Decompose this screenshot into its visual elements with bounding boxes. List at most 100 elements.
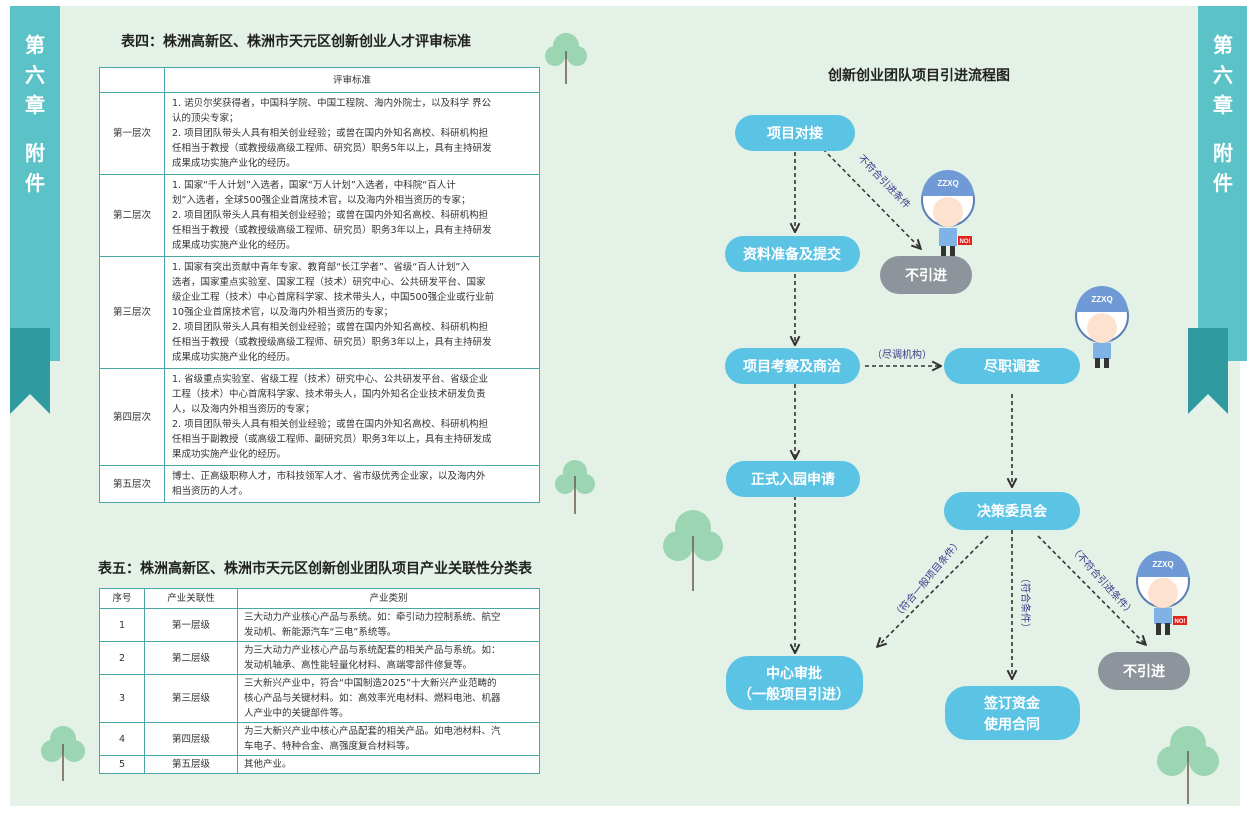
flow-arrow [1037,535,1145,644]
criteria-line: 任相当于副教授（或高级工程师、副研究员）职务3年以上，具有主持研发成 [172,434,492,445]
node-match [735,115,855,151]
criteria-line: 2. 项目团队带头人具有相关创业经验；或曾在国内外知名高校、科研机构担 [172,322,489,333]
criteria-line: 2. 项目团队带头人具有相关创业经验；或曾在国内外知名高校、科研机构担 [172,128,489,139]
table-row: 第五层次博士、正高级职称人才，市科技领军人才、省市级优秀企业家，以及海内外相当资… [99,465,540,503]
category-line: 发动机轴承、高性能轻量化材料、高端零部件修复等。 [244,660,473,671]
table5-header-cat: 产业类别 [237,588,540,609]
tree-icon [1157,726,1219,804]
category-line: 车电子、特种合金、高强度复合材料等。 [244,741,416,752]
document-page: 第 六 章 附 件 第 六 章 附 件 [10,6,1247,806]
decorations-and-flow-lines: NO! ZZXQ ZZXQ NO! ZZXQ 项目对接 不引进 [10,33,1228,804]
category-line: 发动机、新能源汽车“三电”系统等。 [244,627,397,638]
ribbon-char: 第 [25,33,45,57]
table-row: 第三层次 1. 国家有突出贡献中青年专家、教育部“长江学者”、省级“百人计划”入… [99,256,540,369]
ribbon-char: 附 [25,141,45,165]
node-prepare-label: 资料准备及提交 [743,246,841,262]
chapter-ribbon-right: 第 六 章 附 件 [1198,6,1247,361]
criteria-line: 2. 项目团队带头人具有相关创业经验；或曾在国内外知名高校、科研机构担 [172,419,489,430]
category-cell: 三大动力产业核心产品与系统。如：牵引动力控制系统、航空发动机、新能源汽车“三电”… [237,608,540,642]
criteria-cell: 博士、正高级职称人才，市科技领军人才、省市级优秀企业家，以及海内外相当资历的人才… [164,465,540,503]
row-number-cell: 1 [99,608,145,642]
mascot-girl-icon: ZZXQ [1075,286,1129,368]
relevance-cell: 第五层级 [144,755,238,774]
tree-icon [555,460,595,514]
ribbon-char: 六 [25,63,45,87]
relevance-cell: 第四层级 [144,722,238,756]
table4-title: 表四：株洲高新区、株洲市天元区创新创业人才评审标准 [121,34,471,50]
node-apply [726,461,860,497]
level-cell: 第五层次 [99,465,165,503]
node-prepare [725,236,860,272]
criteria-cell: 1. 国家“千人计划”入选者，国家“万人计划”入选者，中科院“百人计划”入选者，… [164,174,540,257]
ribbon-char: 附 [1213,141,1233,165]
node-apply-label: 正式入园申请 [751,471,835,487]
criteria-line: 成果成功实施产业化的经历。 [172,240,296,251]
criteria-line: 果成功实施产业化的经历。 [172,449,287,460]
table5-title: 表五：株洲高新区、株洲市天元区创新创业团队项目产业关联性分类表 [98,561,532,577]
node-sign [945,686,1080,740]
tree-icon [41,726,85,781]
edge-label-no-1: 不符合引进条件 [856,152,914,211]
flowchart-title: 创新创业团队项目引进流程图 [827,67,1010,83]
node-center [726,656,863,710]
mascot-sign-text: NO! [1175,619,1186,625]
category-cell: 为三大新兴产业中核心产品配套的相关产品。如电池材料、汽车电子、特种合金、高强度复… [237,722,540,756]
level-cell: 第三层次 [99,256,165,369]
table5-header-no: 序号 [99,588,145,609]
criteria-line: 人，以及海内外相当资历的专家； [172,404,315,415]
criteria-line: 相当资历的人才。 [172,486,249,497]
node-sign-sublabel: 使用合同 [983,716,1040,732]
criteria-cell: 1. 省级重点实验室、省级工程（技术）研究中心、公共研发平台、省级企业工程（技术… [164,368,540,466]
edge-label-agency: （尽调机构） [872,348,932,361]
row-number-cell: 4 [99,722,145,756]
criteria-line: 划”入选者，全球500强企业首席技术官，以及海内外相当资历的专家； [172,195,471,206]
category-line: 核心产品与关键材料。如：高效率光电材料、燃料电池、机器 [244,693,501,704]
chapter-ribbon-left: 第 六 章 附 件 [10,6,60,361]
criteria-line: 1. 诺贝尔奖获得者，中国科学院、中国工程院、海内外院士，以及科学 界公 [172,98,492,109]
node-reject-1-label: 不引进 [905,267,947,283]
node-reject-2 [1098,652,1190,690]
flow-arrow [878,535,989,646]
row-number-cell: 2 [99,641,145,675]
ribbon-char: 六 [1213,63,1233,87]
category-line: 为三大动力产业核心产品与系统配套的相关产品与系统。如： [244,645,501,656]
node-due [944,348,1080,384]
category-line: 三大动力产业核心产品与系统。如：牵引动力控制系统、航空 [244,612,501,623]
relevance-cell: 第三层级 [144,674,238,723]
criteria-line: 成果成功实施产业化的经历。 [172,352,296,363]
criteria-line: 1. 国家有突出贡献中青年专家、教育部“长江学者”、省级“百人计划”入 [172,262,470,273]
category-line: 其他产业。 [244,759,292,770]
ribbon-char: 件 [25,171,45,195]
mascot-badge-text: ZZXQ [1152,560,1173,569]
table5-header-rel: 产业关联性 [144,588,238,609]
criteria-line: 认的顶尖专家； [172,113,239,124]
node-sign-label: 签订资金 [983,695,1041,711]
node-center-sublabel: （一般项目引进） [738,686,850,702]
ribbon-tail-right [1188,328,1228,414]
node-due-label: 尽职调查 [984,358,1041,374]
level-cell: 第四层次 [99,368,165,466]
mascot-girl-icon: NO! ZZXQ [1136,551,1190,635]
node-committee-label: 决策委员会 [977,503,1048,519]
category-line: 三大新兴产业中，符合“中国制造2025”十大新兴产业范畴的 [244,678,497,689]
ribbon-tail-left [10,328,50,414]
relevance-cell: 第一层级 [144,608,238,642]
criteria-line: 任相当于教授（或教授级高级工程师、研究员）职务3年以上，具有主持研发 [172,225,492,236]
row-number-cell: 5 [99,755,145,774]
mascot-sign-text: NO! [960,239,971,245]
level-cell: 第二层次 [99,174,165,257]
category-line: 为三大新兴产业中核心产品配套的相关产品。如电池材料、汽 [244,726,501,737]
row-number-cell: 3 [99,674,145,723]
table4-header: 评审标准 [164,67,540,93]
edge-label-general: （符合一般项目条件） [890,536,964,621]
criteria-line: 10强企业首席技术官，以及海内外相当资历的专家； [172,307,394,318]
edge-label-no-2: （不符合引进条件） [1068,543,1138,619]
table-row: 第四层次 1. 省级重点实验室、省级工程（技术）研究中心、公共研发平台、省级企业… [99,368,540,466]
